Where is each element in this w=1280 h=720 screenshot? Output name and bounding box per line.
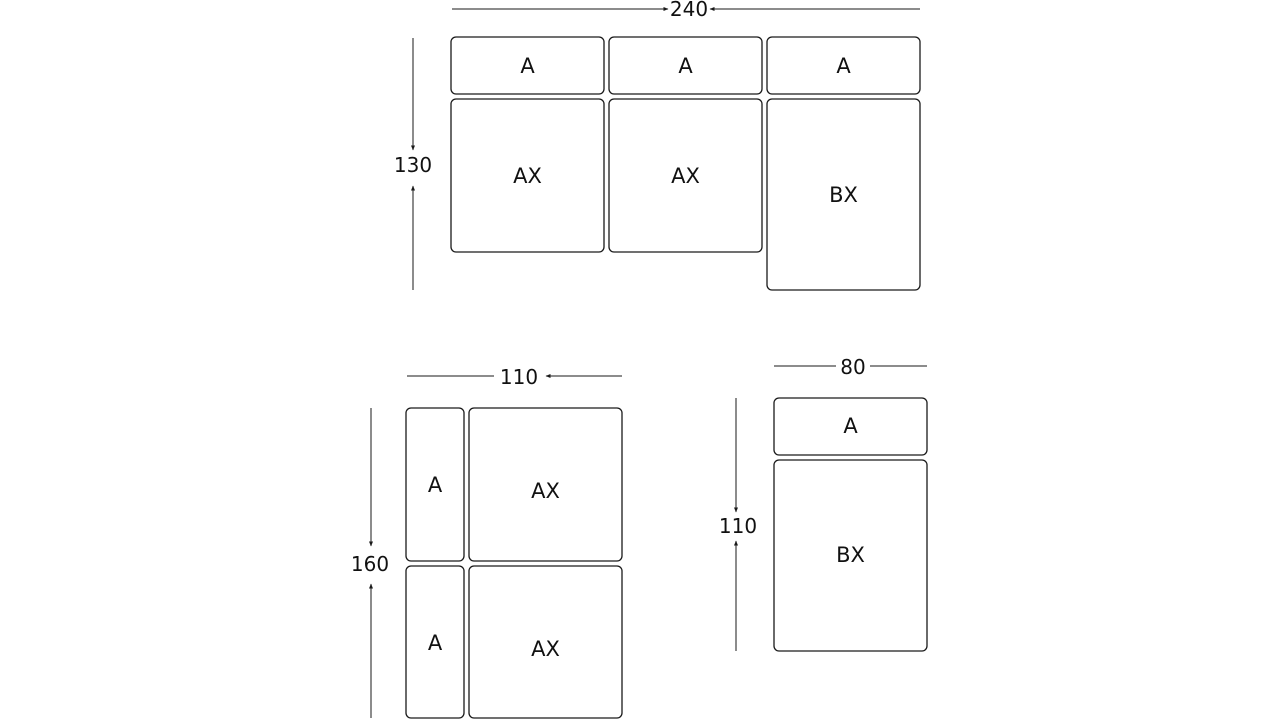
width-label: 110 <box>500 365 538 389</box>
module-a: A <box>608 36 763 95</box>
module-label: BX <box>836 543 865 567</box>
layout-80x110: 80 110 A BX <box>719 355 928 652</box>
module-label: A <box>520 54 535 78</box>
module-bx: BX <box>766 98 921 291</box>
layout-240x130: 240 130 A A A AX AX BX <box>394 0 921 291</box>
module-label: A <box>843 414 858 438</box>
module-ax: AX <box>468 565 623 719</box>
height-label: 160 <box>351 552 389 576</box>
module-label: AX <box>531 479 560 503</box>
module-label: AX <box>513 164 542 188</box>
layout-110x160: 110 160 A AX A AX <box>351 365 623 719</box>
width-dimension: 110 <box>407 365 622 389</box>
module-a: A <box>766 36 921 95</box>
width-label: 80 <box>840 355 865 379</box>
width-label: 240 <box>670 0 708 21</box>
module-label: A <box>428 631 443 655</box>
module-label: AX <box>671 164 700 188</box>
module-label: A <box>678 54 693 78</box>
module-ax: AX <box>608 98 763 253</box>
module-a: A <box>405 407 465 562</box>
width-dimension: 80 <box>774 355 927 379</box>
module-a: A <box>450 36 605 95</box>
module-label: A <box>836 54 851 78</box>
height-dimension: 130 <box>394 38 432 290</box>
module-ax: AX <box>468 407 623 562</box>
module-label: BX <box>829 183 858 207</box>
width-dimension: 240 <box>452 0 920 21</box>
module-a: A <box>773 397 928 456</box>
module-ax: AX <box>450 98 605 253</box>
height-dimension: 110 <box>719 398 757 651</box>
module-a: A <box>405 565 465 719</box>
height-label: 130 <box>394 153 432 177</box>
module-bx: BX <box>773 459 928 652</box>
height-dimension: 160 <box>351 408 389 718</box>
module-label: A <box>428 473 443 497</box>
module-label: AX <box>531 637 560 661</box>
height-label: 110 <box>719 514 757 538</box>
